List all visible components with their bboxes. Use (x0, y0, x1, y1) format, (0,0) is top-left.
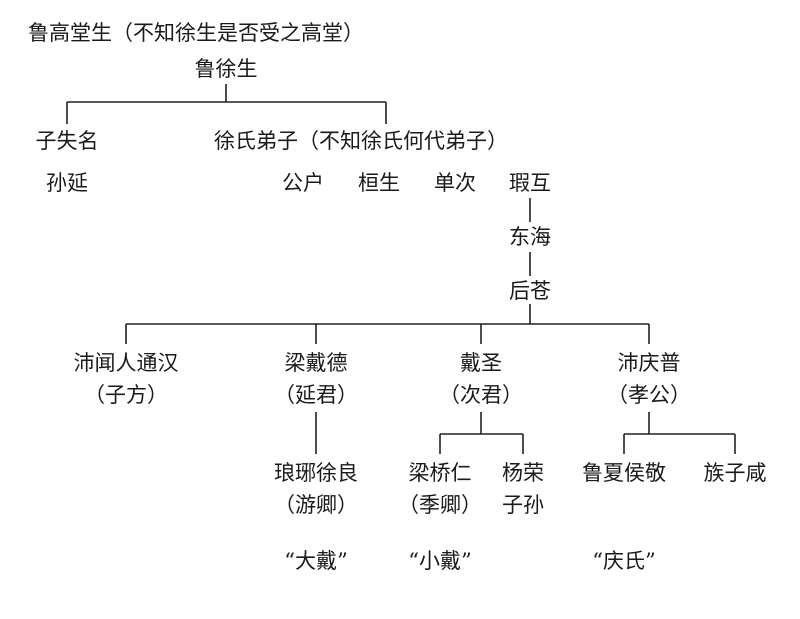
node-dai-sheng-courtesy: （次君） (439, 383, 523, 407)
node-xia-hu: 瑕互 (509, 171, 551, 195)
node-pei-qingpu-courtesy: （孝公） (607, 383, 691, 407)
node-root: 鲁高堂生（不知徐生是否受之高堂） (28, 21, 364, 45)
node-dan-ci: 单次 (434, 171, 476, 195)
node-huan-sheng: 桓生 (358, 171, 400, 195)
node-dai-sheng: 戴圣 (460, 351, 502, 375)
node-liang-daide: 梁戴德 (284, 351, 348, 375)
node-yang-rong: 杨荣 (502, 461, 544, 485)
node-langya-xuliang: 琅琊徐良 (274, 461, 358, 485)
node-zu-zixian: 族子咸 (703, 461, 767, 485)
node-sun-yan: 孙延 (46, 171, 88, 195)
node-liang-qiaoren-courtesy: （季卿） (398, 493, 482, 517)
node-gong-hu: 公户 (282, 171, 324, 195)
school-da-dai: “大戴” (284, 549, 348, 573)
node-liang-qiaoren: 梁桥仁 (408, 461, 472, 485)
node-xu-shi-dizi: 徐氏弟子（不知徐氏何代弟子） (214, 129, 508, 153)
node-pei-wenren: 沛闻人通汉 (73, 351, 179, 375)
node-langya-xuliang-courtesy: （游卿） (274, 493, 358, 517)
node-lu-xiahou: 鲁夏侯敬 (582, 461, 666, 485)
school-qing-shi: “庆氏” (592, 549, 656, 573)
node-pei-qingpu: 沛庆普 (617, 351, 681, 375)
node-hou-cang: 后苍 (509, 279, 551, 303)
node-xu-sheng: 鲁徐生 (194, 57, 258, 81)
node-dong-hai: 东海 (509, 225, 551, 249)
school-xiao-dai: “小戴” (408, 549, 472, 573)
node-pei-wenren-courtesy: （子方） (84, 383, 168, 407)
node-zi-shi-ming: 子失名 (35, 129, 99, 153)
node-liang-daide-courtesy: （延君） (274, 383, 358, 407)
node-yang-rong-descendants: 子孙 (502, 493, 544, 517)
